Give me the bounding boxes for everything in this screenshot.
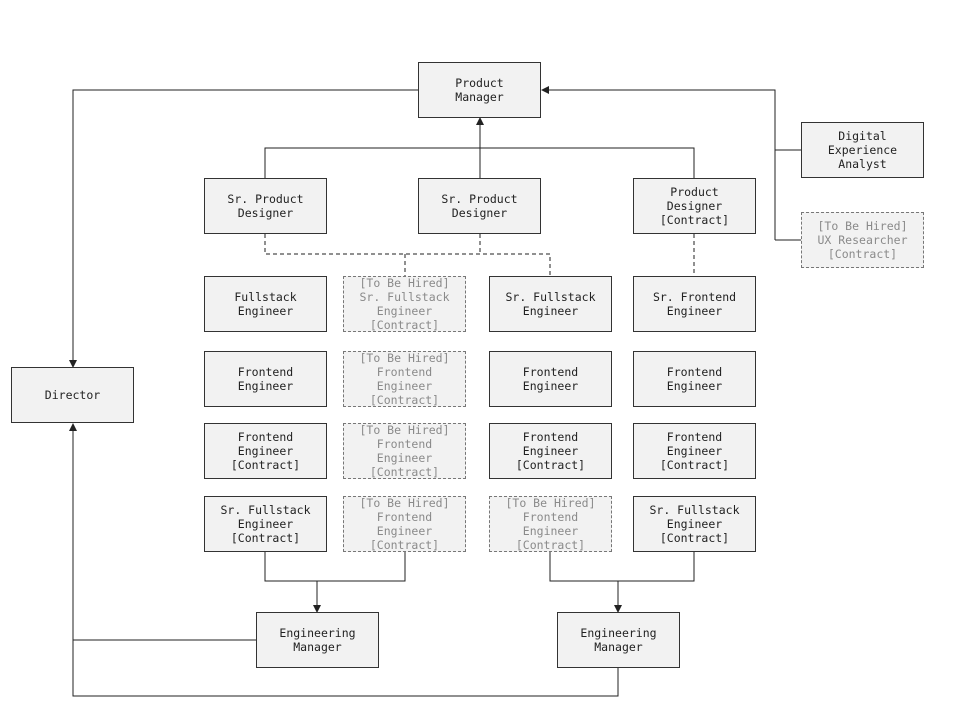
sr-product-designer-box: Sr. Product Designer	[418, 178, 541, 234]
product-manager-box: Product Manager	[418, 62, 541, 118]
node-label: Sr. Frontend Engineer	[652, 290, 737, 318]
node-label: Sr. Fullstack Engineer	[505, 290, 596, 318]
product-designer-contract-box: Product Designer [Contract]	[633, 178, 756, 234]
node-label: Sr. Product Designer	[441, 192, 518, 220]
engineer-box: Frontend Engineer	[489, 351, 612, 407]
node-label: Sr. Fullstack Engineer [Contract]	[649, 503, 740, 545]
engineer-box: Sr. Frontend Engineer	[633, 276, 756, 332]
node-label: Frontend Engineer	[522, 365, 579, 393]
node-label: Frontend Engineer [Contract]	[515, 430, 586, 472]
ux-researcher-tbh-box: [To Be Hired] UX Researcher [Contract]	[801, 212, 924, 268]
node-label: Frontend Engineer [Contract]	[230, 430, 301, 472]
connector-right-group-pm	[541, 86, 776, 240]
node-label: Frontend Engineer [Contract]	[659, 430, 730, 472]
node-label: Product Designer [Contract]	[659, 185, 730, 227]
connector-pm-director	[69, 89, 418, 368]
node-label: [To Be Hired] Frontend Engineer [Contrac…	[359, 496, 450, 552]
engineer-box: Frontend Engineer [Contract]	[204, 423, 327, 479]
engineering-manager-box: Engineering Manager	[557, 612, 680, 668]
engineer-box: Frontend Engineer	[633, 351, 756, 407]
node-label: Frontend Engineer	[237, 365, 294, 393]
engineering-manager-box: Engineering Manager	[256, 612, 379, 668]
node-label: Frontend Engineer	[666, 365, 723, 393]
node-label: Fullstack Engineer	[234, 290, 297, 318]
tbh-engineer-box: [To Be Hired] Frontend Engineer [Contrac…	[489, 496, 612, 552]
node-label: Sr. Product Designer	[227, 192, 304, 220]
tbh-engineer-box: [To Be Hired] Sr. Fullstack Engineer [Co…	[343, 276, 466, 332]
connector-em2-director	[69, 423, 619, 697]
node-label: Digital Experience Analyst	[827, 129, 898, 171]
digital-experience-analyst-box: Digital Experience Analyst	[801, 122, 924, 178]
director-box: Director	[11, 367, 134, 423]
tbh-engineer-box: [To Be Hired] Frontend Engineer [Contrac…	[343, 496, 466, 552]
engineer-box: Sr. Fullstack Engineer	[489, 276, 612, 332]
connector-dashed-designers-eng	[264, 234, 551, 276]
node-label: [To Be Hired] Frontend Engineer [Contrac…	[359, 423, 450, 479]
connector-left-team-em	[264, 552, 406, 582]
sr-product-designer-box: Sr. Product Designer	[204, 178, 327, 234]
engineer-box: Frontend Engineer [Contract]	[633, 423, 756, 479]
node-label: Director	[44, 388, 101, 402]
engineer-box: Sr. Fullstack Engineer [Contract]	[633, 496, 756, 552]
tbh-engineer-box: [To Be Hired] Frontend Engineer [Contrac…	[343, 423, 466, 479]
node-label: [To Be Hired] Frontend Engineer [Contrac…	[359, 351, 450, 407]
engineer-box: Frontend Engineer [Contract]	[489, 423, 612, 479]
connector-right-team-em	[549, 552, 695, 582]
node-label: Engineering Manager	[279, 626, 356, 654]
engineer-box: Frontend Engineer	[204, 351, 327, 407]
node-label: [To Be Hired] UX Researcher [Contract]	[817, 219, 908, 261]
node-label: Engineering Manager	[580, 626, 657, 654]
node-label: [To Be Hired] Sr. Fullstack Engineer [Co…	[359, 276, 450, 332]
node-label: Sr. Fullstack Engineer [Contract]	[220, 503, 311, 545]
engineer-box: Fullstack Engineer	[204, 276, 327, 332]
tbh-engineer-box: [To Be Hired] Frontend Engineer [Contrac…	[343, 351, 466, 407]
node-label: [To Be Hired] Frontend Engineer [Contrac…	[505, 496, 596, 552]
engineer-box: Sr. Fullstack Engineer [Contract]	[204, 496, 327, 552]
node-label: Product Manager	[455, 76, 504, 104]
